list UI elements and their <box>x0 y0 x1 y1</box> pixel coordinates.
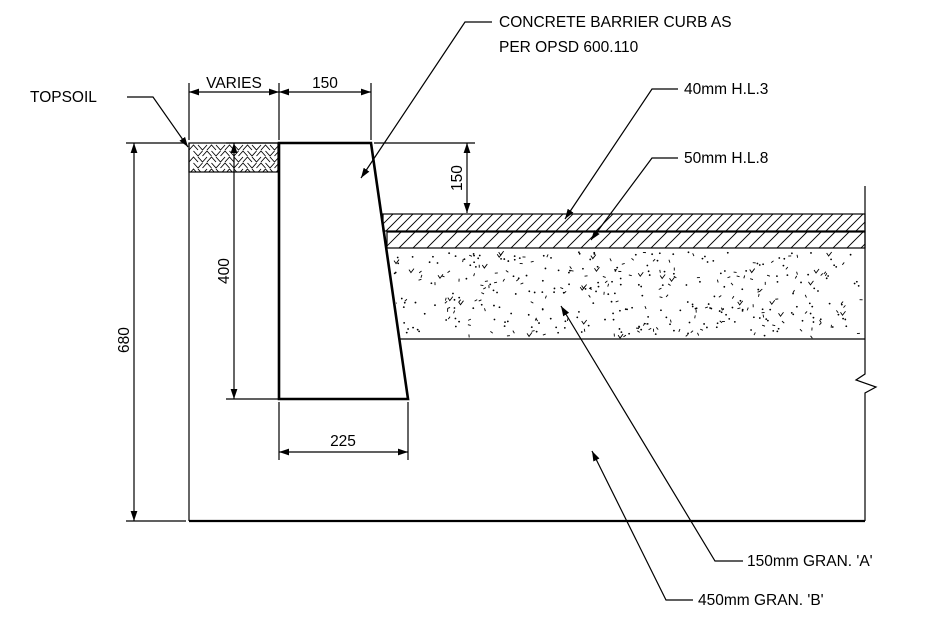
dimension-reveal: 150 <box>374 142 475 213</box>
hl3-asphalt-layer <box>382 213 866 232</box>
dimension-curb-depth: 400 <box>216 142 278 400</box>
hl8-label: 50mm H.L.8 <box>684 150 768 167</box>
dim-varies-text: VARIES <box>206 75 262 92</box>
gran-b-label: 450mm GRAN. 'B' <box>698 592 824 609</box>
dimension-total-depth: 680 <box>116 142 186 522</box>
curb-label-line2: PER OPSD 600.110 <box>499 39 639 56</box>
callout-hl8: 50mm H.L.8 <box>590 150 768 241</box>
dim-total-depth-text: 680 <box>116 327 133 353</box>
section-outline <box>188 143 878 523</box>
dimension-varies: VARIES <box>188 75 280 140</box>
dimension-curb-top: 150 <box>279 75 372 140</box>
granular-a-layer <box>393 250 865 340</box>
callout-concrete-curb: CONCRETE BARRIER CURB AS PER OPSD 600.11… <box>360 14 732 179</box>
topsoil-label: TOPSOIL <box>30 89 97 106</box>
callout-gran-b: 450mm GRAN. 'B' <box>591 450 824 609</box>
concrete-barrier-curb <box>277 141 410 401</box>
dim-curb-base-text: 225 <box>330 433 356 450</box>
dimension-curb-base: 225 <box>278 402 409 460</box>
curb-label-line1: CONCRETE BARRIER CURB AS <box>499 14 732 31</box>
dim-reveal-text: 150 <box>449 165 466 191</box>
hl8-asphalt-layer <box>386 231 866 249</box>
dim-curb-depth-text: 400 <box>216 258 233 284</box>
gran-a-label: 150mm GRAN. 'A' <box>747 553 873 570</box>
callout-topsoil: TOPSOIL <box>30 89 189 148</box>
callout-gran-a: 150mm GRAN. 'A' <box>560 305 873 570</box>
break-symbol <box>854 369 878 398</box>
topsoil-layer <box>188 142 279 173</box>
dim-curb-top-text: 150 <box>312 75 338 92</box>
hl3-label: 40mm H.L.3 <box>684 81 768 98</box>
callout-hl3: 40mm H.L.3 <box>564 81 768 220</box>
